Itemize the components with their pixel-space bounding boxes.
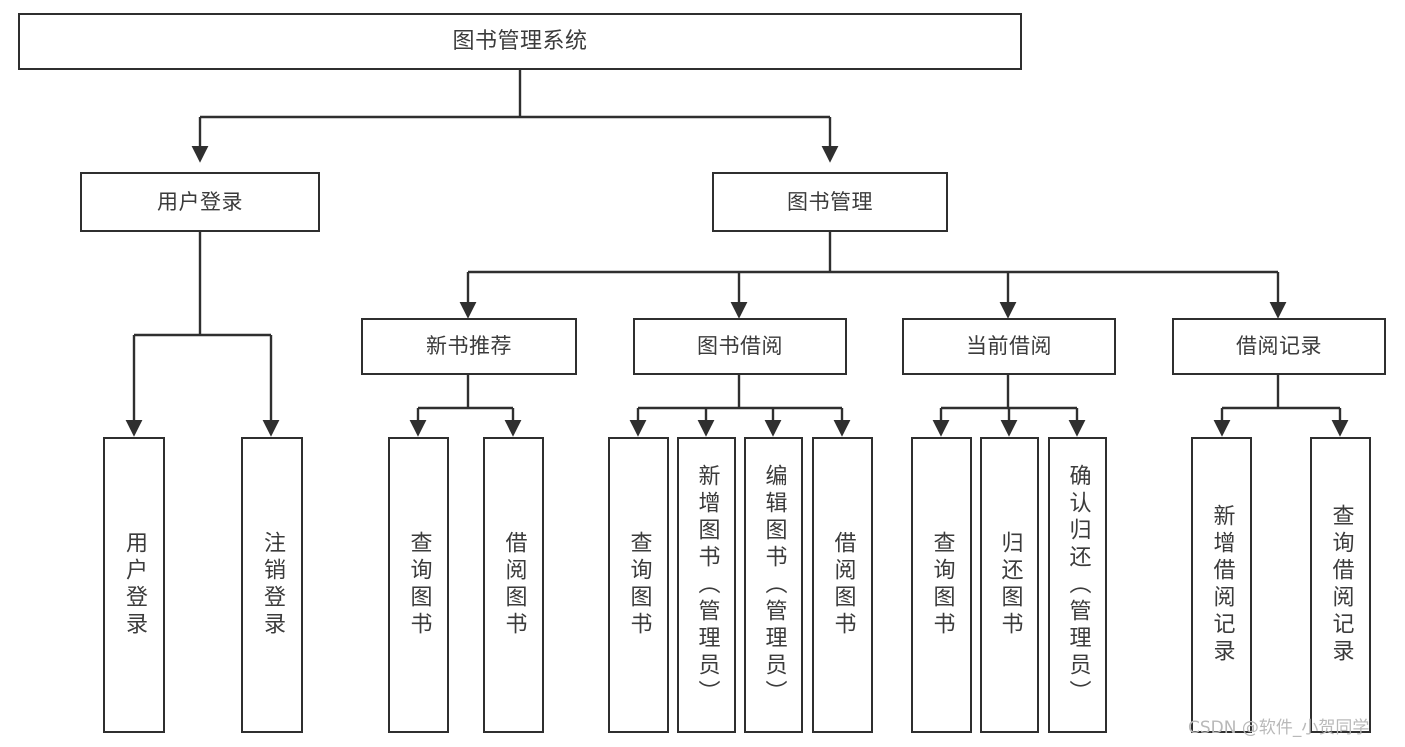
csdn-watermark: CSDN @软件_小贺同学 <box>1188 718 1370 738</box>
node-book-borrow[interactable]: 图书借阅 <box>633 318 847 375</box>
leaf-add-book-admin[interactable]: 新增图书（管理员） <box>677 437 736 733</box>
node-label: 编辑图书（管理员） <box>761 463 787 707</box>
leaf-user-login[interactable]: 用户登录 <box>103 437 165 733</box>
node-label: 用户登录 <box>157 189 243 214</box>
node-label: 注销登录 <box>260 531 285 639</box>
node-label: 查询图书 <box>406 531 432 639</box>
node-label: 查询图书 <box>626 531 652 639</box>
leaf-query-book-current[interactable]: 查询图书 <box>911 437 972 733</box>
node-label: 新增图书（管理员） <box>694 463 720 707</box>
node-label: 借阅图书 <box>830 531 856 639</box>
node-label: 借阅图书 <box>501 531 527 639</box>
node-borrow-record[interactable]: 借阅记录 <box>1172 318 1386 375</box>
node-label: 用户登录 <box>122 531 147 639</box>
node-label: 新增借阅记录 <box>1209 504 1235 666</box>
leaf-borrow-book-new-recommend[interactable]: 借阅图书 <box>483 437 544 733</box>
leaf-add-borrow-record[interactable]: 新增借阅记录 <box>1191 437 1252 733</box>
leaf-edit-book-admin[interactable]: 编辑图书（管理员） <box>744 437 803 733</box>
node-current-borrow[interactable]: 当前借阅 <box>902 318 1116 375</box>
node-label: 查询借阅记录 <box>1328 504 1354 666</box>
node-user-login[interactable]: 用户登录 <box>80 172 320 232</box>
node-root-book-management-system[interactable]: 图书管理系统 <box>18 13 1022 70</box>
node-label: 图书管理系统 <box>452 28 588 54</box>
node-label: 当前借阅 <box>966 334 1052 359</box>
node-book-manage[interactable]: 图书管理 <box>712 172 948 232</box>
node-label: 确认归还（管理员） <box>1065 463 1091 707</box>
node-label: 图书借阅 <box>697 334 783 359</box>
leaf-user-logout[interactable]: 注销登录 <box>241 437 303 733</box>
node-label: 归还图书 <box>997 531 1023 639</box>
leaf-confirm-return-admin[interactable]: 确认归还（管理员） <box>1048 437 1107 733</box>
node-new-book-recommend[interactable]: 新书推荐 <box>361 318 577 375</box>
leaf-borrow-book-borrow[interactable]: 借阅图书 <box>812 437 873 733</box>
leaf-return-book[interactable]: 归还图书 <box>980 437 1039 733</box>
leaf-query-book-borrow[interactable]: 查询图书 <box>608 437 669 733</box>
node-label: 借阅记录 <box>1236 334 1322 359</box>
leaf-query-book-new-recommend[interactable]: 查询图书 <box>388 437 449 733</box>
node-label: 新书推荐 <box>426 334 512 359</box>
node-label: 图书管理 <box>787 189 873 214</box>
node-label: 查询图书 <box>929 531 955 639</box>
leaf-query-borrow-record[interactable]: 查询借阅记录 <box>1310 437 1371 733</box>
